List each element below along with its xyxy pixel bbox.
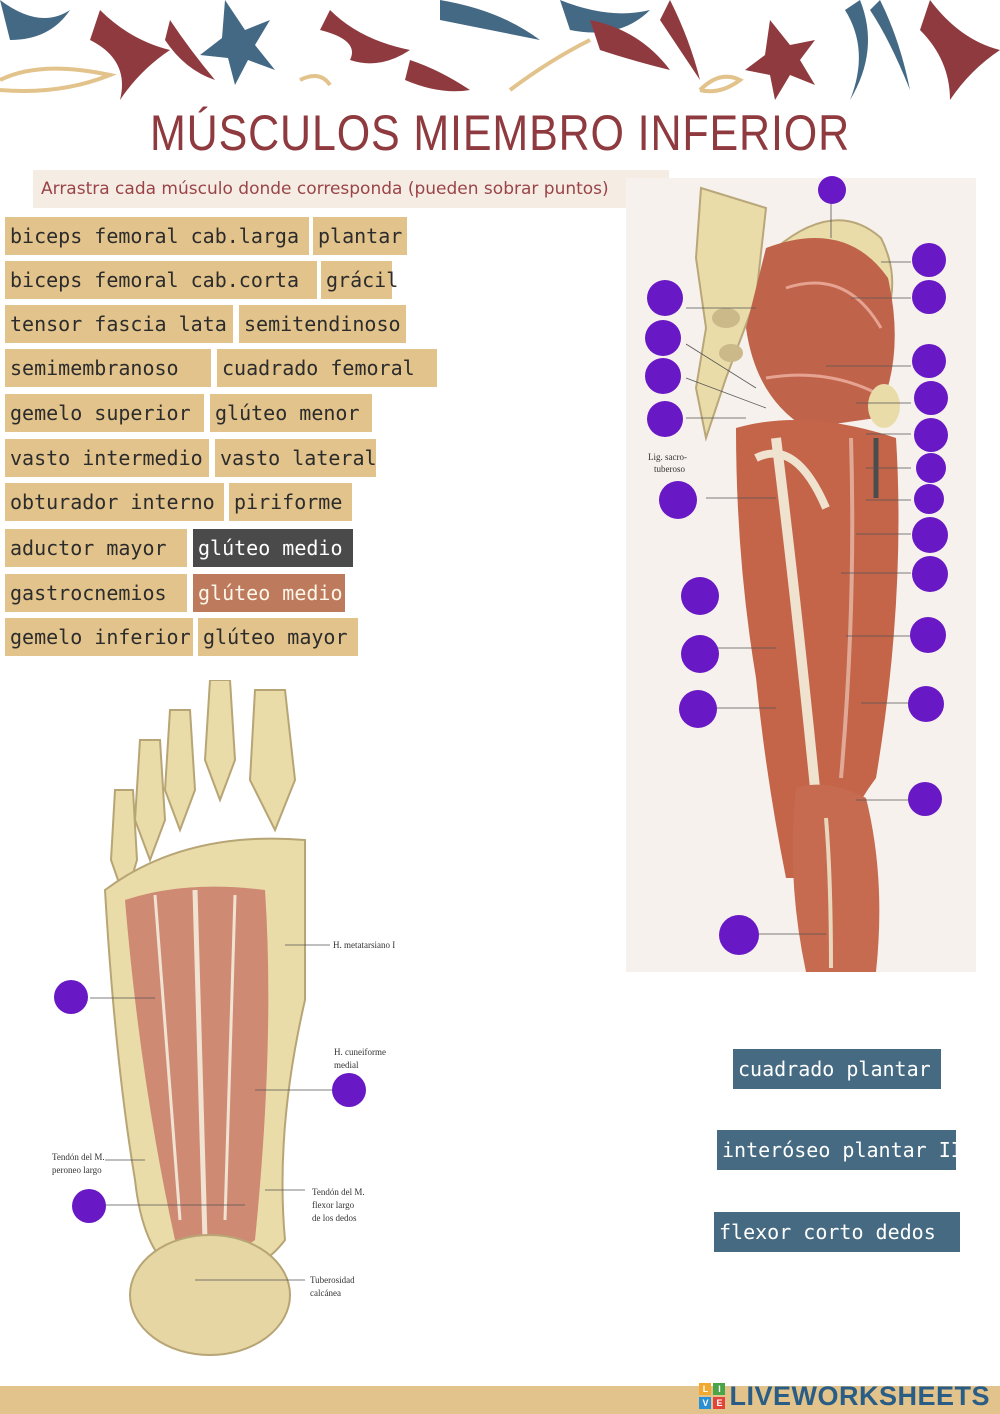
liveworksheets-logo[interactable]: L I V E LIVEWORKSHEETS [699,1379,990,1413]
foot-label-peroneo-1: Tendón del M. [52,1152,105,1162]
drop-target-dot[interactable] [908,782,942,816]
footer-bar [0,1386,1000,1414]
drop-target-dot[interactable] [916,453,946,483]
word-chip[interactable]: vasto lateral [215,439,377,477]
word-chip[interactable]: semitendinoso [239,305,406,343]
word-chip[interactable]: biceps femoral cab.larga [5,217,309,255]
drop-target-dot[interactable] [914,418,948,452]
word-chip[interactable]: obturador interno [5,483,224,521]
word-chip[interactable]: plantar [313,217,407,255]
drop-target-dot[interactable] [647,280,683,316]
word-chip[interactable]: grácil [321,261,398,299]
drop-target-dot[interactable] [818,176,846,204]
drop-target-dot[interactable] [914,484,944,514]
foot-label-tuberosidad-2: calcánea [310,1288,341,1298]
drop-target-dot[interactable] [681,635,719,673]
word-chip[interactable]: semimembranoso [5,349,211,387]
drop-target-dot[interactable] [908,686,944,722]
drop-target-dot[interactable] [72,1189,106,1223]
logo-text: LIVEWORKSHEETS [729,1380,990,1411]
word-chip-selected[interactable]: glúteo medio [193,529,353,567]
drop-target-dot[interactable] [645,320,681,356]
foot-label-cuneiforme-1: H. cuneiforme [334,1047,386,1057]
word-chip[interactable]: tensor fascia lata [5,305,233,343]
leg-label-lig: Lig. sacro- [648,452,687,462]
foot-label-flexor-3: de los dedos [312,1213,357,1223]
word-chip[interactable]: glúteo menor [210,394,372,432]
word-chip[interactable]: gemelo superior [5,394,204,432]
foot-plantar-illustration [90,680,335,1356]
foot-answer-chip[interactable]: cuadrado plantar [733,1049,941,1089]
leg-label-tuberoso: tuberoso [654,464,685,474]
foot-label-flexor-2: flexor largo [312,1200,355,1210]
drop-target-dot[interactable] [912,556,948,592]
drop-target-dot[interactable] [54,980,88,1014]
word-chip-highlighted[interactable]: glúteo medio [193,574,345,612]
page-title: MÚSCULOS MIEMBRO INFERIOR [149,105,850,161]
foot-label-tuberosidad-1: Tuberosidad [310,1275,355,1285]
drop-target-dot[interactable] [659,481,697,519]
word-chip[interactable]: aductor mayor [5,529,187,567]
drop-target-dot[interactable] [719,915,759,955]
drop-target-dot[interactable] [332,1073,366,1107]
foot-label-metatarsiano: H. metatarsiano I [333,940,396,950]
word-chip[interactable]: gastrocnemios [5,574,187,612]
logo-icon: L I V E [699,1383,726,1409]
word-chip[interactable]: cuadrado femoral [217,349,437,387]
drop-target-dot[interactable] [912,243,946,277]
drop-target-dot[interactable] [647,401,683,437]
drop-target-dot[interactable] [645,358,681,394]
drop-target-dot[interactable] [912,280,946,314]
drop-target-dot[interactable] [912,344,946,378]
foot-answer-chip[interactable]: interóseo plantar III [717,1130,975,1170]
foot-label-peroneo-2: peroneo largo [52,1165,102,1175]
word-chip[interactable]: piriforme [229,483,352,521]
foot-label-cuneiforme-2: medial [334,1060,359,1070]
drop-target-dot[interactable] [912,517,948,553]
leaf-header-decoration [0,0,1000,100]
foot-label-flexor-1: Tendón del M. [312,1187,365,1197]
drop-target-dot[interactable] [681,577,719,615]
word-chip[interactable]: glúteo mayor [198,618,358,656]
drop-target-dot[interactable] [914,381,948,415]
word-chip[interactable]: vasto intermedio [5,439,209,477]
drop-target-dot[interactable] [679,690,717,728]
word-chip[interactable]: biceps femoral cab.corta [5,261,317,299]
word-chip[interactable]: gemelo inferior [5,618,193,656]
instruction-text: Arrastra cada músculo donde corresponda … [33,170,669,208]
foot-answer-chip[interactable]: flexor corto dedos [714,1212,960,1252]
drop-target-dot[interactable] [910,617,946,653]
